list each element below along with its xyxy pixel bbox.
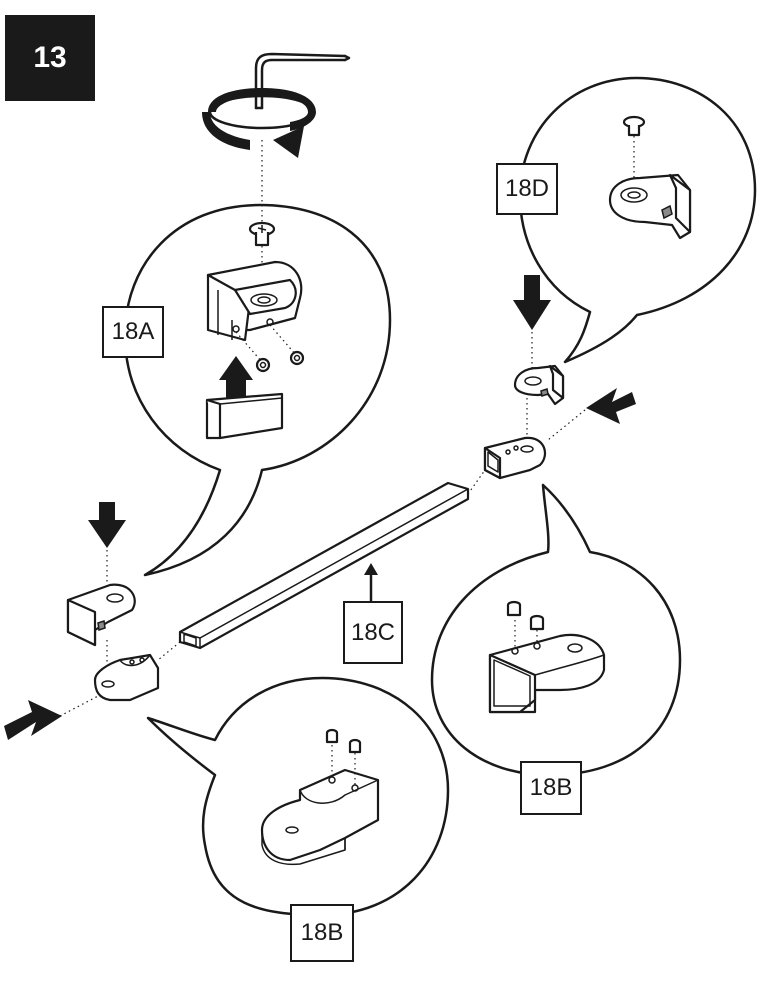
connector-18b-right-detail [488, 633, 606, 714]
set-screw-icon-6 [348, 738, 362, 754]
bracket-18a-part [206, 260, 303, 342]
label-18a: 18A [102, 306, 164, 358]
arrow-up-icon-rail [364, 563, 378, 575]
step-number-badge: 13 [5, 15, 95, 101]
callout-bubble-18a [123, 203, 392, 577]
screw-icon-top [248, 221, 276, 247]
set-screw-icon-5 [325, 728, 339, 744]
bracket-left-part [66, 583, 136, 647]
set-screw-icon-1 [255, 357, 271, 373]
label-18c: 18C [343, 601, 403, 664]
clip-insert-part [205, 392, 284, 440]
allen-key-icon [254, 52, 351, 110]
arrow-up-icon [219, 356, 253, 398]
arrow-right-icon-left [4, 700, 62, 740]
connector-18b-left-main [93, 653, 160, 702]
callout-bubble-18d [518, 76, 757, 364]
bracket-18d-small [513, 364, 565, 406]
arrow-down-icon-left [88, 502, 126, 548]
connector-18b-bottom-detail [260, 768, 380, 866]
connector-18b-right-main [483, 436, 547, 480]
bracket-18d-part [608, 173, 692, 240]
screw-icon-18d [622, 115, 646, 137]
set-screw-icon-3 [506, 600, 522, 617]
rail-18c-part [178, 481, 470, 650]
callout-bubble-18b-right [430, 483, 682, 777]
rotate-arrow-icon [202, 88, 316, 158]
arrow-down-icon-right [513, 275, 551, 330]
callout-bubble-18b-bottom [146, 676, 450, 917]
set-screw-icon-2 [289, 350, 305, 366]
set-screw-icon-4 [529, 614, 545, 631]
label-18b-bottom: 18B [290, 904, 354, 962]
arrow-left-icon-right [586, 388, 636, 424]
label-18d: 18D [496, 163, 558, 215]
label-18b-right: 18B [520, 761, 582, 815]
